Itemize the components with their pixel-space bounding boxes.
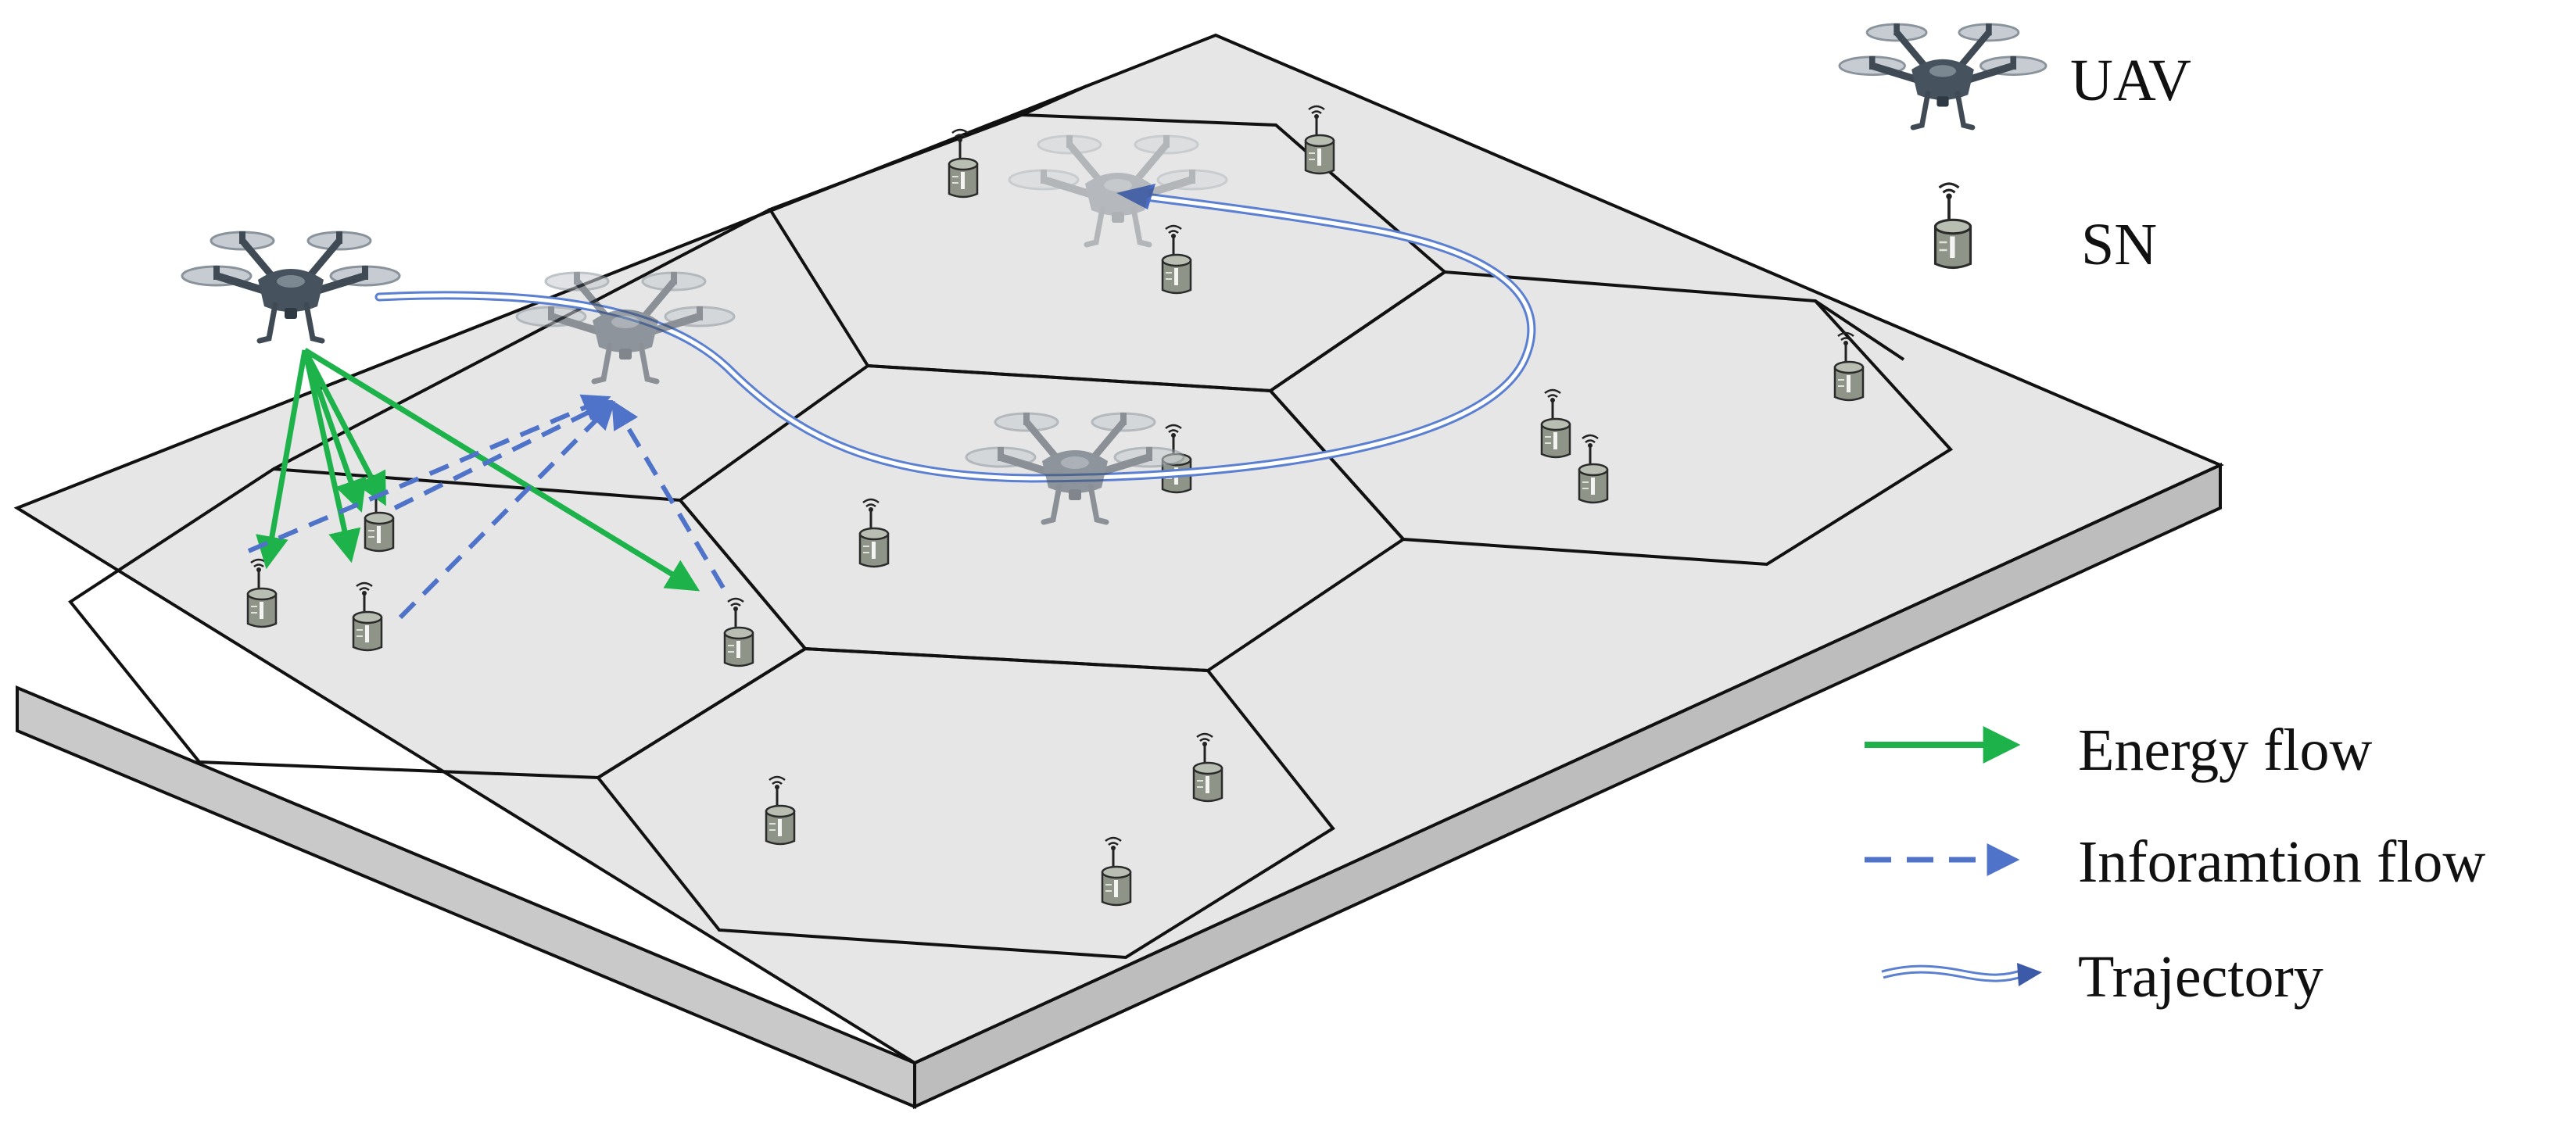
uav-active-icon bbox=[182, 231, 399, 341]
ground-platform bbox=[13, 33, 2224, 1110]
information-arrow bbox=[393, 399, 614, 510]
energy-arrow bbox=[302, 349, 367, 513]
legend-uav-icon bbox=[1840, 23, 2046, 127]
information-flow-arrows bbox=[247, 394, 726, 620]
hexagonal-cells bbox=[68, 84, 1954, 960]
cell-edge-right-upper bbox=[1814, 299, 1905, 361]
legend-information-label: Inforamtion flow bbox=[2078, 829, 2485, 895]
legend-trajectory-line bbox=[1881, 963, 2042, 986]
legend-energy-label: Energy flow bbox=[2078, 717, 2373, 783]
legend-trajectory-label: Trajectory bbox=[2078, 944, 2323, 1010]
legend-sn-label: SN bbox=[2081, 212, 2157, 277]
legend-uav-label: UAV bbox=[2070, 48, 2191, 113]
energy-arrow bbox=[302, 349, 386, 506]
energy-arrow bbox=[302, 349, 361, 564]
cell-edge-top-right bbox=[1021, 84, 1087, 116]
cell-edge-left-upper bbox=[273, 208, 771, 470]
energy-flow-arrows bbox=[256, 348, 700, 592]
information-arrow bbox=[398, 400, 616, 620]
energy-arrow bbox=[303, 348, 700, 592]
energy-arrow bbox=[256, 349, 308, 570]
information-arrow bbox=[611, 399, 726, 589]
legend-sn-icon bbox=[1933, 182, 1972, 270]
cell-bottom bbox=[596, 646, 1335, 960]
legend: UAV SN Energy flow Inforamtion flow Traj… bbox=[1840, 23, 2485, 1010]
